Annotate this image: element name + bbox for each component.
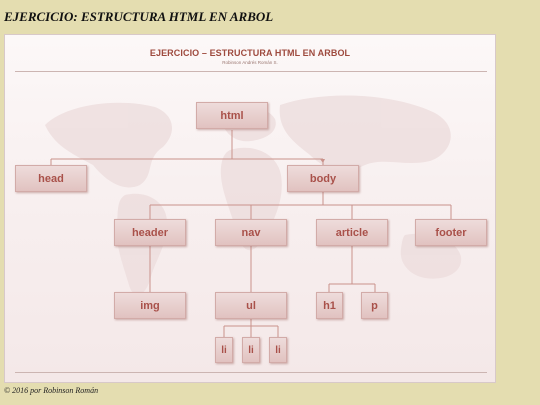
node-ul: ul bbox=[215, 292, 287, 319]
page-heading: EJERCICIO: ESTRUCTURA HTML EN ARBOL bbox=[4, 9, 274, 24]
node-p: p bbox=[361, 292, 388, 319]
top-divider bbox=[15, 71, 487, 72]
node-body: body bbox=[287, 165, 359, 192]
copyright: © 2016 por Robinson Román bbox=[4, 386, 99, 395]
node-header: header bbox=[114, 219, 186, 246]
node-img: img bbox=[114, 292, 186, 319]
node-li: li bbox=[215, 337, 233, 363]
node-head: head bbox=[15, 165, 87, 192]
node-h1: h1 bbox=[316, 292, 343, 319]
tree-connectors bbox=[50, 130, 452, 337]
slide-title: EJERCICIO – ESTRUCTURA HTML EN ARBOL bbox=[149, 48, 351, 58]
slide-author: Robinson Andrés Román S. bbox=[222, 60, 278, 65]
node-html: html bbox=[196, 102, 268, 129]
arrowhead bbox=[320, 159, 325, 163]
bottom-divider bbox=[15, 372, 487, 373]
node-footer: footer bbox=[415, 219, 487, 246]
node-li: li bbox=[269, 337, 287, 363]
node-nav: nav bbox=[215, 219, 287, 246]
node-li: li bbox=[242, 337, 260, 363]
node-article: article bbox=[316, 219, 388, 246]
slide: EJERCICIO – ESTRUCTURA HTML EN ARBOL Rob… bbox=[4, 34, 496, 383]
